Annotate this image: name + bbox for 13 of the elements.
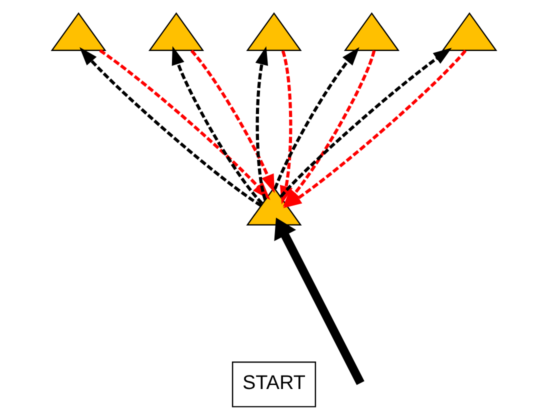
arrow xyxy=(273,47,359,190)
node-triangle xyxy=(246,12,302,52)
node-triangle xyxy=(441,12,497,52)
arrow xyxy=(279,48,452,198)
node-box: START xyxy=(231,362,316,408)
node-triangle xyxy=(148,12,204,52)
arrow xyxy=(171,46,263,204)
arrow xyxy=(254,46,268,200)
arrow xyxy=(274,218,364,386)
node-triangle xyxy=(343,12,400,52)
node-triangle xyxy=(50,12,106,52)
arrow xyxy=(79,47,262,207)
arrow xyxy=(190,50,274,194)
